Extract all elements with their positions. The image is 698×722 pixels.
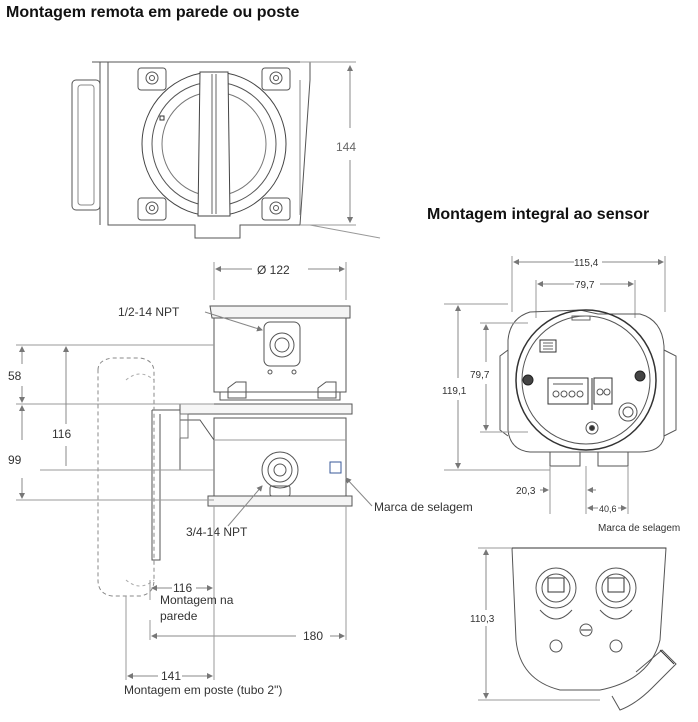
- integral-bottom-view: Marca de selagem: [470, 523, 680, 711]
- dim-144-label: 144: [336, 140, 356, 154]
- dim-116-vertical-label: 116: [52, 427, 71, 441]
- dim-79-7-horizontal-label: 79,7: [575, 280, 595, 291]
- wall-mount-label-line2: parede: [160, 609, 198, 623]
- dim-122-label: Ø 122: [257, 263, 290, 277]
- corner-bolts: [137, 67, 291, 221]
- dim-79-7-vertical-label: 79,7: [470, 370, 490, 381]
- thread-bottom-label: 3/4-14 NPT: [186, 525, 248, 539]
- dim-141-label: 141: [161, 669, 181, 683]
- remote-mount-title: Montagem remota em parede ou poste: [6, 4, 300, 21]
- bottom-conduit-entry: [261, 451, 299, 497]
- dim-119-1-label: 119,1: [442, 386, 467, 397]
- top-conduit-entry: [263, 321, 301, 375]
- wall-mount-label-line1: Montagem na: [160, 593, 234, 607]
- integral-mount-title: Montagem integral ao sensor: [427, 206, 650, 223]
- integral-seal-mark-label: Marca de selagem: [598, 523, 680, 534]
- seal-mark-square: [329, 461, 342, 474]
- seal-mark-label: Marca de selagem: [374, 500, 473, 514]
- remote-top-view: 144: [71, 61, 381, 239]
- integral-conduit-ports: [535, 567, 637, 653]
- dim-40-6-label: 40,6: [599, 504, 617, 514]
- dim-115-4-label: 115,4: [574, 258, 599, 269]
- thread-top-label: 1/2-14 NPT: [118, 305, 180, 319]
- dim-20-3-label: 20,3: [516, 486, 536, 497]
- pole-mount-label: Montagem em poste (tubo 2"): [124, 683, 282, 697]
- dim-99-label: 99: [8, 453, 22, 467]
- dim-110-3-label: 110,3: [470, 614, 495, 625]
- remote-front-view: Ø 122 1/2-14 NPT: [8, 262, 473, 697]
- dim-58-label: 58: [8, 369, 22, 383]
- integral-front-view: 115,4 79,7: [442, 256, 677, 514]
- dim-180-label: 180: [303, 629, 323, 643]
- dim-116-horizontal-label: 116: [173, 581, 192, 595]
